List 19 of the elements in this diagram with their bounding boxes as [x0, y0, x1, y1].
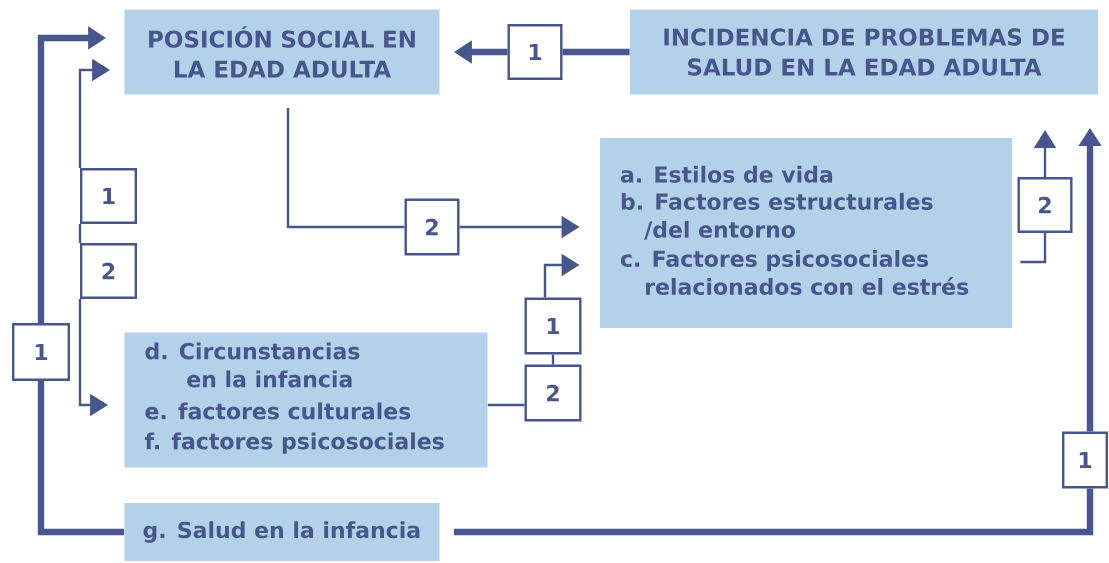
heading-box: POSICIÓN SOCIAL EN LA EDAD ADULTA [124, 9, 440, 95]
number-box: 1 [507, 24, 563, 80]
factor-box [124, 332, 488, 468]
number-box: 1 [12, 323, 70, 381]
number-box: 1 [1062, 431, 1108, 489]
number-box: 2 [80, 243, 137, 299]
list-item: c. Factores psicosociales relacionados con el estrés [620, 250, 969, 296]
factor-box [600, 138, 1012, 328]
list-item: f. factores psicosociales [144, 432, 444, 454]
number-box: 2 [1017, 177, 1073, 233]
heading-box: INCIDENCIA DE PROBLEMAS DE SALUD EN LA EDAD ADULTA [630, 9, 1098, 95]
number-box: 2 [524, 364, 582, 422]
number-box: 2 [404, 198, 460, 256]
factor-box: g. Salud en la infancia [124, 503, 440, 561]
number-box: 1 [524, 297, 582, 355]
arrow [1020, 233, 1047, 264]
number-box: 1 [80, 168, 137, 224]
list-item: e. factores culturales [145, 402, 411, 420]
list-item: a. Estilos de vida [620, 165, 833, 183]
